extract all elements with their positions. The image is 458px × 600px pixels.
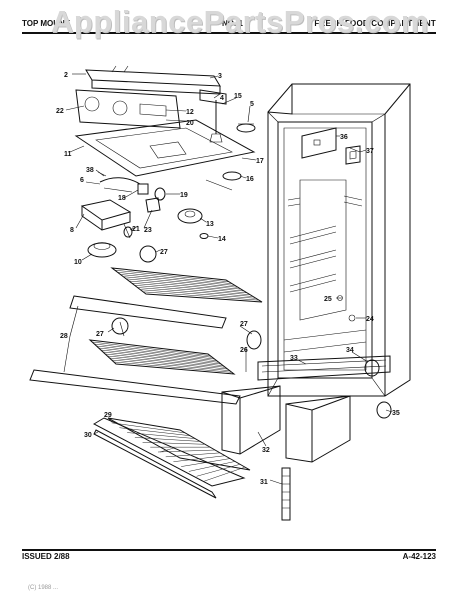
callout-leaders [63, 73, 393, 485]
wire-shelf-middle [29, 317, 262, 405]
footer-fine-print: (C) 1988 ... [28, 585, 59, 591]
callout-29: 29 [104, 412, 112, 419]
callout-14: 14 [218, 236, 226, 243]
callout-8: 8 [70, 227, 74, 234]
callout-23: 23 [144, 227, 152, 234]
callout-32: 32 [262, 447, 270, 454]
callout-18: 18 [118, 195, 126, 202]
callout-16: 16 [246, 176, 254, 183]
callout-22: 22 [56, 108, 64, 115]
callout-6: 6 [80, 177, 84, 184]
page-header: TOP MOUNT NO. 1 FRESH FOOD COMPARTMENT [22, 18, 436, 32]
callout-2: 2 [64, 72, 68, 79]
callout-21: 21 [132, 226, 140, 233]
wire-shelf-upper [69, 267, 263, 337]
header-section-title: FRESH FOOD COMPARTMENT [314, 19, 436, 28]
callout-19: 19 [180, 192, 188, 199]
callout-10: 10 [74, 259, 82, 266]
callout-37: 37 [366, 148, 374, 155]
callout-28: 28 [60, 333, 68, 340]
thermostat-light-components [80, 177, 209, 263]
header-model-label: TOP MOUNT [22, 19, 70, 28]
callout-4: 4 [220, 95, 224, 102]
callout-36: 36 [340, 134, 348, 141]
header-number-label: NO. 1 [222, 19, 243, 28]
callout-25: 25 [324, 296, 332, 303]
wire-shelf-lower [92, 417, 251, 499]
footer-divider [22, 549, 436, 551]
callout-30: 30 [84, 432, 92, 439]
crisper-drawers [221, 359, 392, 521]
header-divider [22, 32, 436, 34]
callout-33: 33 [290, 355, 298, 362]
refrigerator-cabinet [257, 83, 411, 397]
callout-3: 3 [218, 73, 222, 80]
callout-34: 34 [346, 347, 354, 354]
callout-11: 11 [64, 151, 72, 158]
callout-12: 12 [186, 109, 194, 116]
callout-26: 26 [240, 347, 248, 354]
issued-date-label: ISSUED 2/88 [22, 552, 70, 561]
callout-17: 17 [256, 158, 264, 165]
callout-27-top: 27 [160, 249, 168, 256]
callout-13: 13 [206, 221, 214, 228]
callout-15: 15 [234, 93, 242, 100]
callout-20: 20 [186, 120, 194, 127]
callout-38: 38 [86, 167, 94, 174]
callout-35: 35 [392, 410, 400, 417]
callout-27-middle: 27 [96, 331, 104, 338]
page-code-label: A-42-123 [402, 552, 436, 561]
callout-31: 31 [260, 479, 268, 486]
callout-labels: 2 3 4 5 6 8 10 11 12 13 14 15 16 17 18 1… [56, 72, 400, 486]
callout-5: 5 [250, 101, 254, 108]
callout-24: 24 [366, 316, 374, 323]
callout-27-right: 27 [240, 321, 248, 328]
top-control-assembly [74, 65, 256, 191]
